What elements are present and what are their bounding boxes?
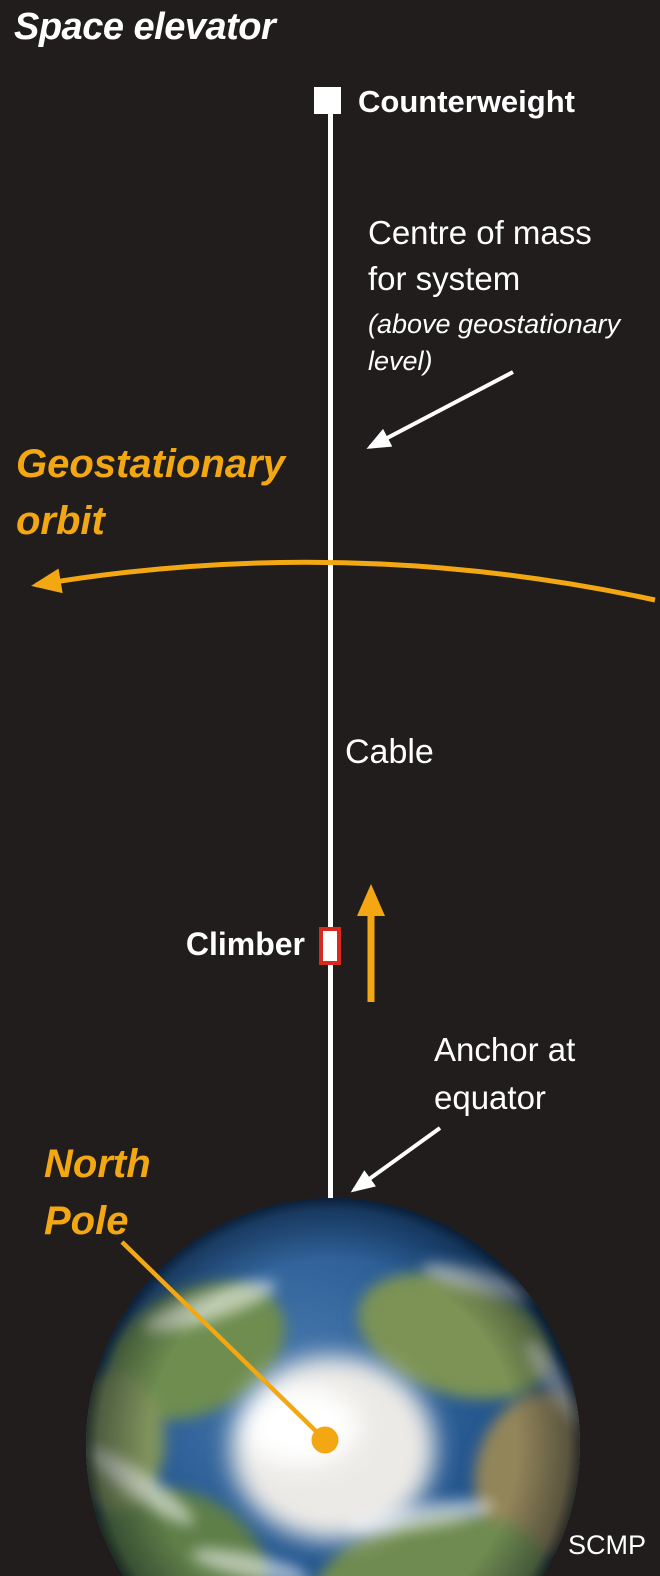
credit: SCMP — [567, 1530, 646, 1560]
geostationary-orbit-label: Geostationary orbit — [16, 436, 285, 550]
geostationary-line2: orbit — [16, 499, 105, 543]
cable-line — [328, 114, 333, 1200]
centre-of-mass-note-line1: (above geostationary — [368, 309, 621, 339]
climber-direction-arrow — [357, 884, 385, 1002]
counterweight-label: Counterweight — [358, 84, 575, 119]
centre-of-mass-note-line2: level) — [368, 346, 433, 376]
climber-marker — [319, 927, 341, 965]
north-pole-dot — [311, 1426, 339, 1454]
anchor-arrow — [350, 1126, 442, 1193]
anchor-line2: equator — [434, 1079, 546, 1116]
anchor-label: Anchor at equator — [434, 1026, 575, 1122]
north-pole-line1: North — [44, 1142, 151, 1186]
centre-of-mass-arrow — [366, 370, 514, 449]
north-pole-line2: Pole — [44, 1199, 129, 1243]
geostationary-line1: Geostationary — [16, 442, 285, 486]
cable-label: Cable — [345, 733, 434, 771]
counterweight-marker — [314, 87, 341, 114]
centre-of-mass-line1: Centre of mass — [368, 214, 592, 251]
climber-label: Climber — [185, 926, 305, 962]
centre-of-mass-label: Centre of mass for system (above geostat… — [368, 210, 658, 380]
geostationary-orbit-arc — [31, 559, 656, 603]
anchor-line1: Anchor at — [434, 1031, 576, 1068]
north-pole-label: North Pole — [44, 1136, 151, 1250]
page-title: Space elevator — [14, 6, 276, 48]
north-pole-pointer — [120, 1240, 339, 1454]
centre-of-mass-line2: for system — [368, 260, 521, 297]
